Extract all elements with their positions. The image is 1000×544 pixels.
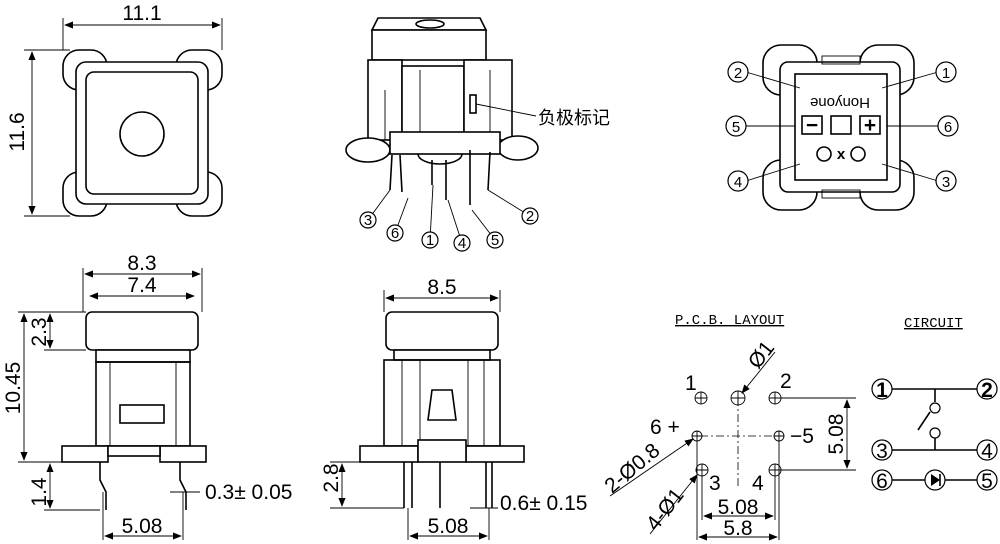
dim-horizontal-pitch: 5.08	[718, 496, 759, 519]
iso-view: 负极标记 3 6 1 4 5 2	[345, 17, 610, 252]
pin-label-5: 5	[732, 119, 740, 136]
dim-total-height: 10.45	[2, 362, 25, 415]
pin-label-4: 4	[734, 174, 742, 191]
dim-height: 11.6	[6, 112, 29, 151]
pin-label-6: 6	[944, 119, 952, 136]
dim-pin-pitch: 5.08	[122, 515, 163, 538]
bottom-view: Honyone − + x 2 1 5 6 4 3	[725, 44, 959, 211]
pin-label-5: 5	[491, 232, 499, 249]
dim-switch-holes: 4-Ø1	[642, 484, 689, 535]
pcb-layout: P.C.B. LAYOUT 1 2 6 + −5 3 4 Ø1 2-Ø0.8 4…	[600, 313, 856, 541]
dim-pin-pitch: 5.08	[428, 515, 469, 538]
pin-label-3: 3	[942, 174, 950, 191]
dim-width: 11.1	[122, 2, 161, 25]
circuit-diagram: CIRCUIT 1 2 3 4 6 5	[871, 316, 998, 493]
iso-pin-callouts: 3 6 1 4 5 2	[359, 184, 539, 252]
minus-mark: −	[806, 114, 818, 137]
pin-label-1: 1	[426, 232, 434, 249]
dim-center-hole: Ø1	[744, 337, 779, 373]
x-mark: x	[837, 146, 846, 163]
dim-pin-length: 2.8	[320, 463, 343, 492]
pcb-pin-3: 3	[709, 472, 721, 495]
pcb-pin-1: 1	[685, 372, 697, 395]
led-diode-icon	[924, 469, 946, 491]
pin-label-1: 1	[942, 65, 950, 82]
dim-outer-span: 5.8	[723, 517, 752, 540]
node-3: 3	[876, 440, 888, 463]
pin-label-4: 4	[458, 235, 466, 252]
circuit-nodes: 1 2 3 4 6 5	[871, 378, 998, 493]
node-4: 4	[981, 440, 993, 463]
top-view: 11.1 11.6	[6, 2, 223, 217]
pin-label-6: 6	[391, 225, 399, 242]
side-view-right: 8.5 2.8 0.6± 0.15 5.08	[320, 276, 587, 540]
dim-vertical-pitch: 5.08	[825, 414, 848, 455]
pin-label-3: 3	[364, 212, 372, 229]
pcb-pin-4: 4	[752, 472, 764, 495]
dim-width: 8.5	[427, 276, 456, 299]
dim-led-holes: 2-Ø0.8	[600, 439, 664, 498]
polarity-mark-label: 负极标记	[538, 108, 610, 129]
side-view-left: 8.3 7.4 2.3 10.45 1.4 0.3± 0.05 5.08	[2, 252, 292, 540]
bottom-pin-callouts: 2 1 5 6 4 3	[725, 61, 959, 192]
dim-cap-height: 2.3	[28, 317, 51, 346]
circuit-title: CIRCUIT	[904, 316, 963, 332]
switch-contact-top	[929, 402, 941, 414]
pin-label-2: 2	[526, 208, 534, 225]
dim-pin-length: 1.4	[28, 477, 51, 507]
pcb-pin-5: −5	[790, 425, 814, 448]
pin-label-2: 2	[734, 65, 742, 82]
node-2: 2	[981, 379, 993, 402]
pcb-layout-title: P.C.B. LAYOUT	[675, 313, 784, 329]
led-window	[119, 111, 165, 157]
brand-text: Honyone	[810, 94, 870, 111]
node-1: 1	[876, 379, 888, 402]
pcb-pin-2: 2	[780, 370, 792, 393]
dim-outer-width: 8.3	[127, 252, 156, 275]
node-5: 5	[981, 470, 993, 493]
dim-pin-thickness: 0.3± 0.05	[205, 481, 292, 504]
plus-mark: +	[864, 114, 876, 137]
pcb-pin-6: 6 +	[650, 416, 680, 439]
dim-cap-width: 7.4	[127, 274, 157, 297]
node-6: 6	[876, 470, 888, 493]
switch-contact-bottom	[929, 427, 941, 439]
dim-pin-thickness: 0.6± 0.15	[500, 492, 587, 515]
